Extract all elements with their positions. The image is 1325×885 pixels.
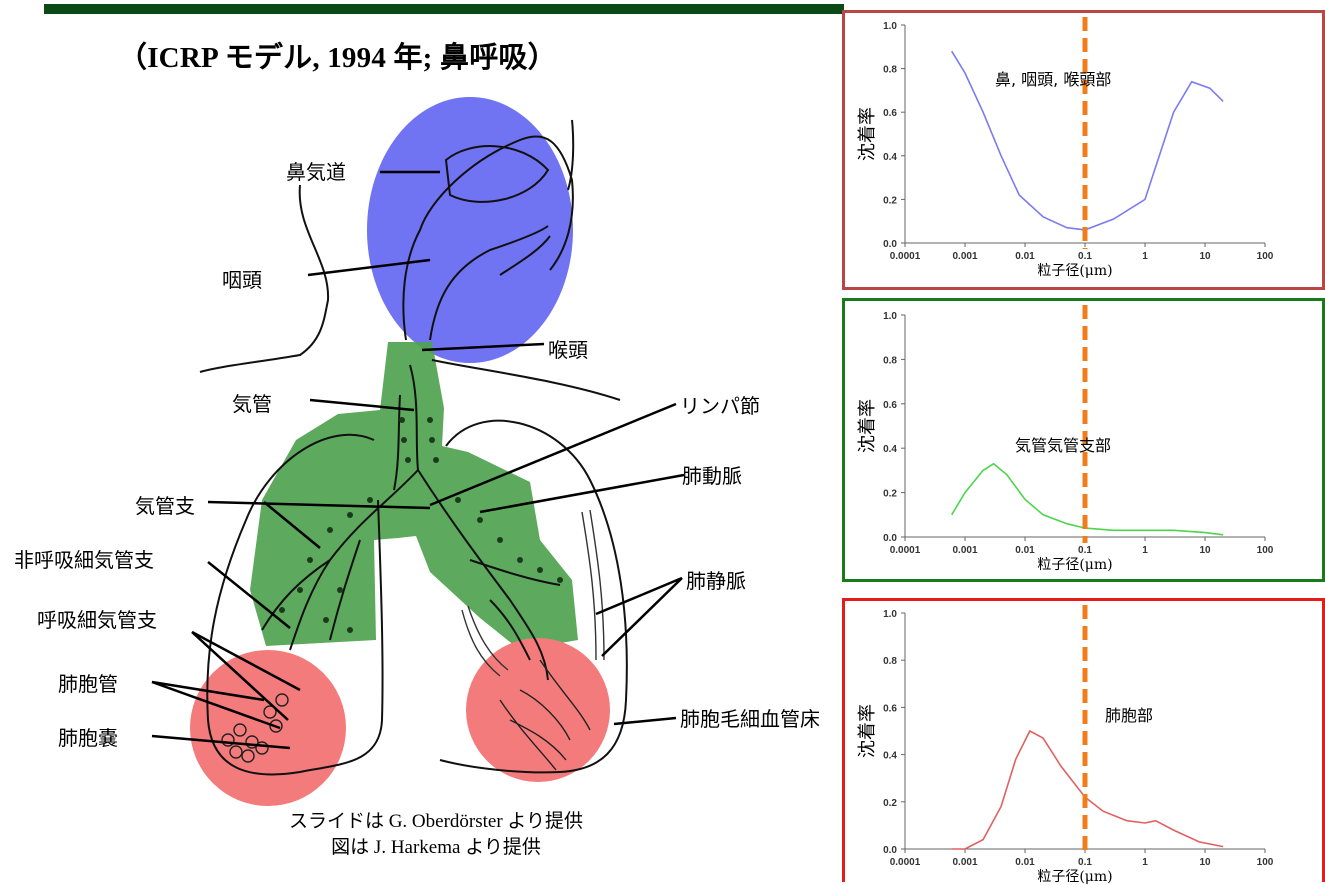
y-tick-label: 0.6	[883, 703, 897, 714]
x-axis-label: 粒子径(μm)	[1037, 869, 1112, 885]
x-tick-label: 0.1	[1078, 545, 1092, 556]
chart-panel-tracheobronchial: 0.0 0.2 0.4 0.6 0.8 1.0 0.0001 0.001 0.01 0.1 1 10 1…	[842, 298, 1325, 582]
x-tick-label: 0.001	[952, 545, 977, 556]
y-tick-label: 0.0	[883, 533, 897, 544]
x-tick-label: 1	[1142, 857, 1148, 868]
y-tick-label: 0.4	[883, 751, 897, 762]
x-tick-label: 0.001	[952, 857, 977, 868]
y-tick-label: 0.8	[883, 355, 897, 366]
x-tick-label: 100	[1257, 545, 1274, 556]
x-tick-label: 10	[1199, 545, 1211, 556]
x-tick-label: 0.0001	[890, 251, 921, 262]
y-tick-label: 0.0	[883, 239, 897, 250]
label-nasal-airway: 鼻気道	[286, 160, 346, 184]
label-pharynx: 咽頭	[222, 268, 262, 292]
chart-alveolar-deposition: 0.0 0.2 0.4 0.6 0.8 1.0 0.0001 0.001 0.01 0.1 1 10 1…	[857, 605, 1274, 885]
y-tick-label: 0.6	[883, 400, 897, 411]
x-tick-label: 0.1	[1078, 251, 1092, 262]
y-tick-label: 0.6	[883, 108, 897, 119]
y-axis-label: 沈着率	[857, 107, 878, 161]
label-alveolar-sacs: 肺胞嚢	[58, 726, 118, 750]
alveoli-clusters	[221, 659, 591, 771]
anatomy-outline	[199, 119, 628, 776]
label-larynx: 喉頭	[548, 338, 588, 362]
series-line	[951, 50, 1224, 231]
pulmonary-vessels	[461, 509, 605, 677]
chart-nasal-deposition: 0.0 0.2 0.4 0.6 0.8 1.0 0.0001 0.001 0.01 0.1 1 10 1…	[857, 17, 1274, 279]
chart-tracheobronchial-deposition: 0.0 0.2 0.4 0.6 0.8 1.0 0.0001 0.001 0.01 0.1 1 10 1…	[857, 305, 1274, 573]
x-tick-label: 0.001	[952, 251, 977, 262]
bronchiole-dots	[279, 417, 563, 633]
label-pulmonary-artery: 肺動脈	[682, 464, 742, 488]
series-line	[951, 729, 1224, 850]
y-tick-label: 0.8	[883, 65, 897, 76]
page-title: （ICRP モデル, 1994 年; 鼻呼吸）	[118, 42, 557, 74]
label-lymph-node: リンパ節	[680, 394, 760, 418]
x-tick-label: 1	[1142, 545, 1148, 556]
leader-lines	[151, 170, 685, 750]
y-tick-label: 0.4	[883, 444, 897, 455]
trachea-region-highlight	[250, 342, 578, 650]
y-tick-label: 1.0	[883, 311, 897, 322]
y-axis-label: 沈着率	[857, 704, 878, 758]
label-trachea: 気管	[232, 392, 272, 416]
y-tick-label: 0.2	[883, 798, 897, 809]
x-tick-label: 10	[1199, 251, 1211, 262]
credit-figure: 図は J. Harkema より提供	[331, 837, 541, 858]
chart-title: 肺胞部	[1105, 706, 1153, 725]
x-tick-label: 100	[1257, 857, 1274, 868]
y-axis-label: 沈着率	[857, 399, 878, 453]
y-tick-label: 0.4	[883, 152, 897, 163]
nasal-region-highlight	[367, 97, 573, 363]
x-axis-label: 粒子径(μm)	[1037, 263, 1112, 279]
chart-panel-alveolar: 0.0 0.2 0.4 0.6 0.8 1.0 0.0001 0.001 0.01 0.1 1 10 1…	[842, 598, 1325, 885]
y-tick-label: 0.8	[883, 656, 897, 667]
x-tick-label: 0.0001	[890, 857, 921, 868]
alveolar-region-right	[466, 638, 610, 782]
label-respiratory-bronchioles: 呼吸細気管支	[37, 608, 157, 632]
x-tick-label: 0.01	[1015, 251, 1035, 262]
x-tick-label: 100	[1257, 251, 1274, 262]
x-tick-label: 10	[1199, 857, 1211, 868]
x-tick-label: 1	[1142, 251, 1148, 262]
chart-panel-nasal: 0.0 0.2 0.4 0.6 0.8 1.0 0.0001 0.001 0.01 0.1 1 10 1…	[842, 10, 1325, 290]
x-tick-label: 0.1	[1078, 857, 1092, 868]
top-accent-bar	[44, 4, 844, 14]
x-tick-label: 0.01	[1015, 857, 1035, 868]
credit-slide: スライドは G. Oberdörster より提供	[288, 811, 584, 832]
y-tick-label: 0.2	[883, 195, 897, 206]
alveolar-region-left	[190, 650, 346, 806]
y-tick-label: 1.0	[883, 21, 897, 32]
chart-title: 鼻, 咽頭, 喉頭部	[995, 70, 1111, 89]
x-tick-label: 0.0001	[890, 545, 921, 556]
series-line	[951, 462, 1224, 536]
label-bronchi: 気管支	[135, 494, 195, 518]
x-tick-label: 0.01	[1015, 545, 1035, 556]
y-tick-label: 0.0	[883, 845, 897, 856]
respiratory-tract-diagram	[151, 97, 685, 806]
y-tick-label: 0.2	[883, 489, 897, 500]
x-axis-label: 粒子径(μm)	[1037, 557, 1112, 573]
label-alveolar-capillary-bed: 肺胞毛細血管床	[680, 707, 820, 731]
label-alveolar-ducts: 肺胞管	[58, 672, 118, 696]
label-nonrespiratory-bronchioles: 非呼吸細気管支	[14, 548, 154, 572]
chart-title: 気管気管支部	[1015, 436, 1111, 455]
y-tick-label: 1.0	[883, 609, 897, 620]
label-pulmonary-vein: 肺静脈	[686, 569, 746, 593]
